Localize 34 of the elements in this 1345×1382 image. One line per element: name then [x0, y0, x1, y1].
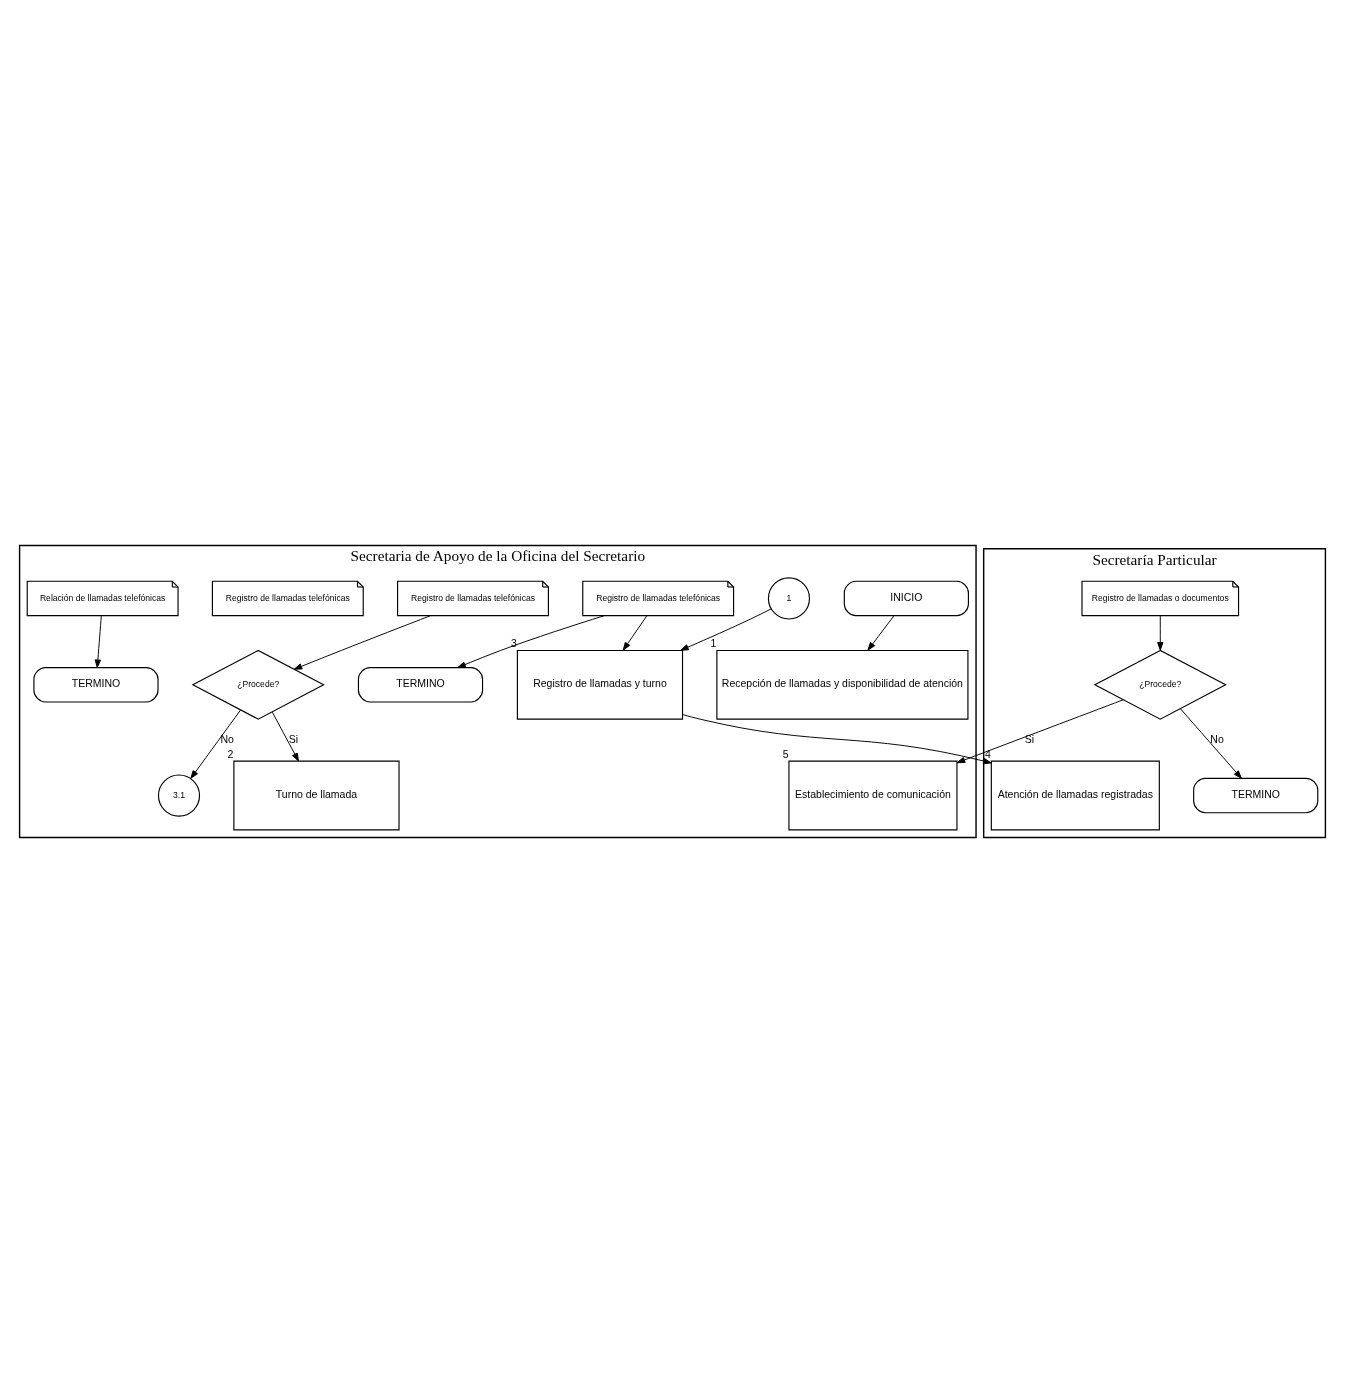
arrow [190, 709, 241, 779]
node-diamond: ¿Procede? [1093, 649, 1227, 720]
edge-label: Si [1024, 732, 1035, 745]
node-box: Establecimiento de comunicación [788, 760, 958, 830]
arrow [956, 698, 1124, 763]
node-label: 5 [782, 747, 789, 760]
node-box: TERMINO [1193, 777, 1319, 813]
arrow [94, 614, 102, 668]
node-label: 2 [227, 747, 234, 760]
node-box: INICIO [843, 580, 969, 616]
node-label: 4 [985, 747, 991, 760]
arrow [271, 711, 299, 762]
arrow [457, 614, 605, 668]
arrow [682, 713, 992, 764]
node-box: Registro de llamadas y turno [516, 649, 684, 720]
arrow [293, 614, 431, 670]
edge-label: Si [288, 732, 299, 745]
node-box: Turno de llamada [233, 760, 400, 830]
arrow [680, 607, 772, 651]
edge-label: No [220, 732, 234, 745]
node-circle: 3.1 [157, 773, 201, 817]
arrow [1180, 707, 1242, 779]
arrow [867, 614, 895, 651]
arrow [1157, 614, 1164, 651]
node-circle: 1 [767, 576, 811, 620]
node-diamond: ¿Procede? [191, 649, 325, 720]
node-box: TERMINO [33, 666, 159, 703]
edge-label: No [1210, 732, 1224, 745]
node-box: TERMINO [357, 666, 484, 703]
node-box: Atención de llamadas registradas [990, 760, 1160, 830]
node-label: 3 [511, 636, 517, 649]
arrow [622, 614, 648, 651]
node-box: Recepción de llamadas y disponibilidad de atención [716, 649, 969, 720]
node-label: 1 [710, 636, 717, 649]
